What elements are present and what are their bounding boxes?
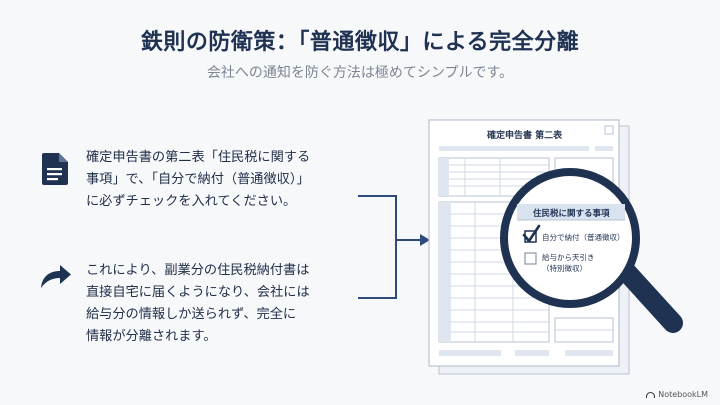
instruction-line: に必ずチェックを入れてください。 (86, 194, 297, 209)
document-icon (42, 153, 68, 185)
option-normal-collection: 自分で納付（普通徴収） (542, 232, 625, 242)
check-mark-icon (522, 224, 541, 243)
result-text: これにより、副業分の住民税納付書は 直接自宅に届くようになり、会社には 給与分の… (86, 260, 376, 348)
instruction-line: 確定申告書の第二表「住民税に関する (86, 150, 311, 165)
result-line: 直接自宅に届くようになり、会社には (86, 285, 310, 300)
tax-form-illustration: 確定申告書 第二表 住民税に関する事項 自分で納付（普通徴収） 給与から天引き … (428, 119, 683, 375)
page-title: 鉄則の防衛策：「普通徴収」による完全分離 (140, 30, 580, 55)
section-title: 住民税に関する事項 (533, 208, 610, 219)
checkbox-unchecked (524, 252, 537, 265)
notebooklm-badge: NotebookLM (646, 390, 708, 399)
result-line: これにより、副業分の住民税納付書は (86, 263, 310, 278)
curved-arrow-icon (41, 265, 71, 288)
connector-arrow (358, 195, 430, 299)
notebooklm-logo-icon (646, 391, 656, 398)
magnifier-handle (613, 258, 683, 333)
instruction-line: 事項」で、「自分で納付（普通徴収）」 (86, 172, 310, 187)
page-subtitle: 会社への通知を防ぐ方法は極めてシンプルです。 (206, 65, 514, 81)
instruction-text: 確定申告書の第二表「住民税に関する 事項」で、「自分で納付（普通徴収）」 に必ず… (86, 147, 376, 213)
option-special-collection-sub: （特別徴収） (542, 263, 587, 273)
result-line: 情報が分離されます。 (86, 329, 217, 344)
option-special-collection: 給与から天引き (542, 252, 595, 262)
result-line: 給与分の情報しか送られず、完全に (86, 307, 297, 322)
branding-label: NotebookLM (658, 390, 708, 399)
form-title: 確定申告書 第二表 (487, 129, 563, 141)
